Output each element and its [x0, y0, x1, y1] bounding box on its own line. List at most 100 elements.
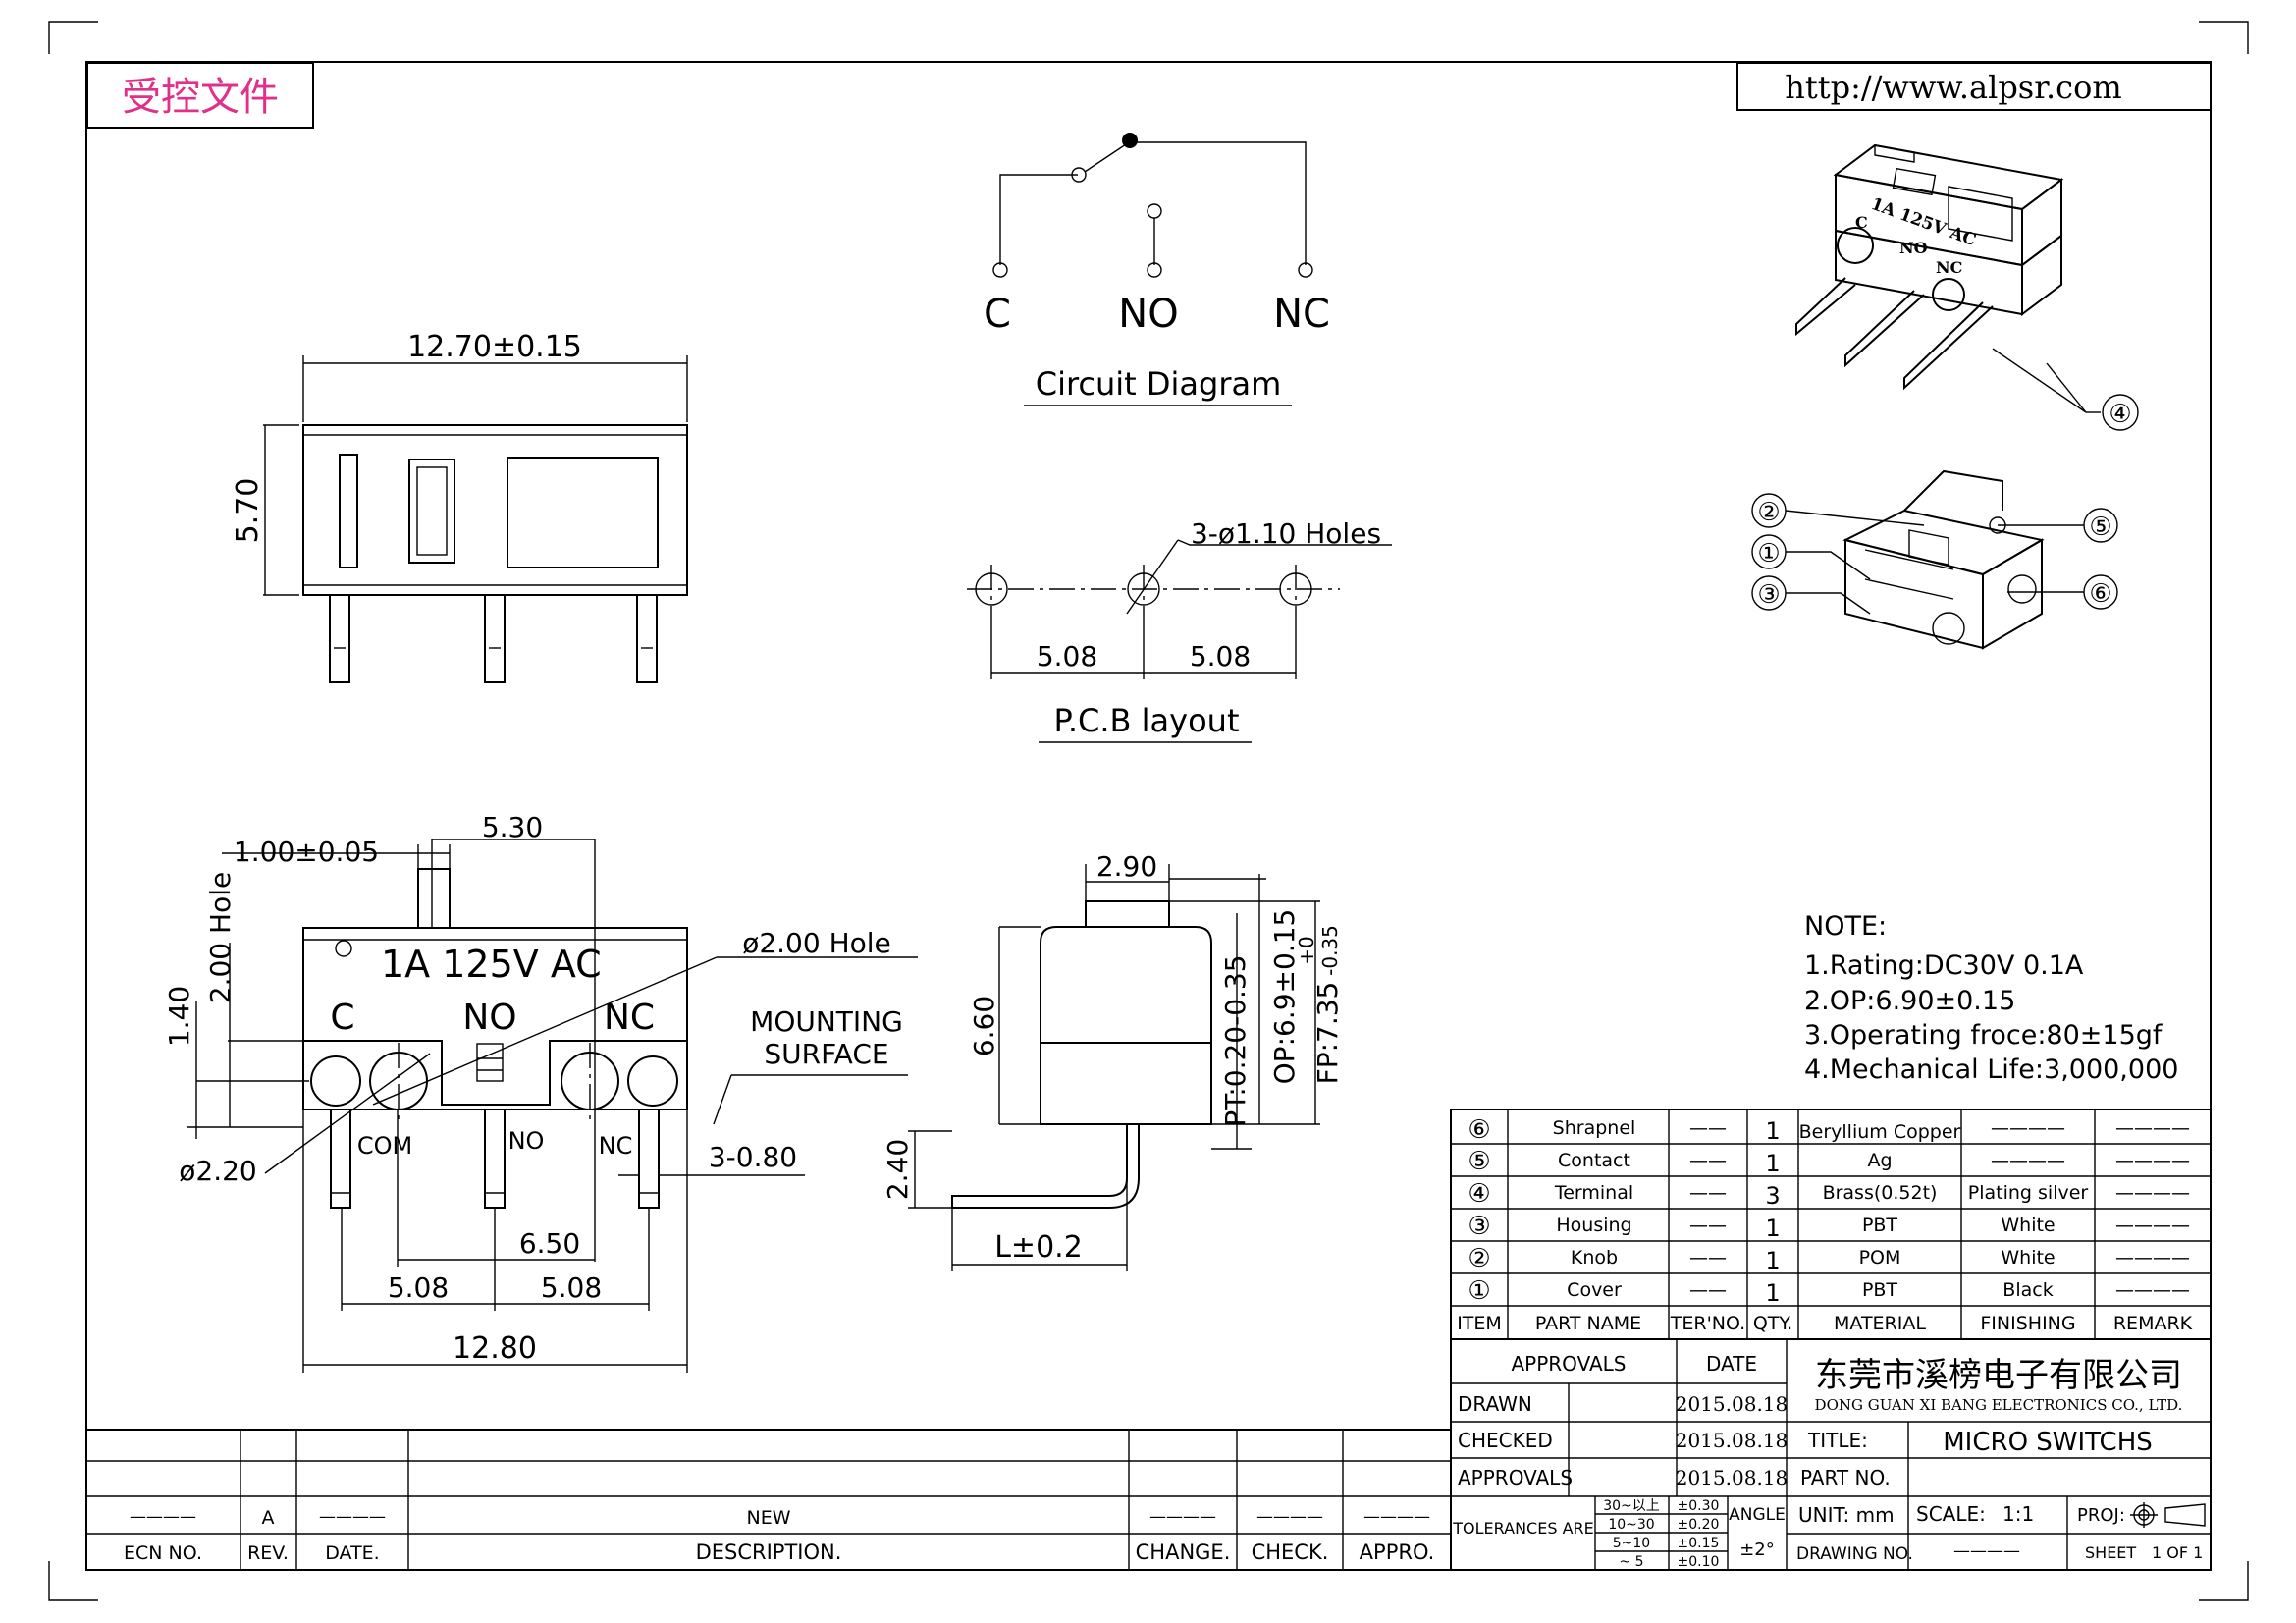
bom-material-5: POM — [1859, 1247, 1901, 1269]
bom-ter-3: —— — [1689, 1182, 1727, 1204]
pin080-label: 3-0.80 — [709, 1141, 797, 1173]
terminal-nc — [1298, 262, 1313, 278]
callout-5: ⑤ — [2089, 513, 2111, 542]
drawn-label: DRAWN — [1458, 1392, 1532, 1416]
scale-label: SCALE: — [1916, 1502, 1986, 1526]
drawing-no-label: DRAWING NO. — [1796, 1544, 1913, 1564]
bom-header-item: ITEM — [1457, 1313, 1502, 1334]
pin-no-label: NO — [508, 1127, 545, 1155]
label-nc: NC — [1273, 292, 1330, 337]
pt-dim: PT:0.20-0.35 — [1219, 954, 1252, 1126]
iso-view-top: 1A 125V AC C NO NC ④ — [1795, 143, 2139, 431]
bom-header-qty: QTY. — [1753, 1313, 1792, 1334]
bom-name-6: Cover — [1567, 1279, 1622, 1301]
side-view: 2.90 6.60 2.40 PT:0.20-0.35 OP:6.9±0.15 … — [881, 850, 1344, 1271]
side-plunger — [1085, 900, 1170, 928]
bom-ter-6: —— — [1689, 1279, 1727, 1301]
callout-6: ⑥ — [2089, 579, 2111, 609]
bom-remark-1: ———— — [2115, 1117, 2190, 1139]
pcb-hole-2 — [1127, 572, 1160, 606]
rev-header-check: CHECK. — [1252, 1541, 1329, 1564]
circuit-diagram: C NO NC Circuit Diagram — [984, 133, 1330, 406]
bom-header-material: MATERIAL — [1834, 1313, 1926, 1334]
tol-range-3: 5~10 — [1613, 1536, 1650, 1551]
d220-label: ø2.20 — [179, 1155, 256, 1187]
url-box — [1736, 62, 2212, 111]
callout-4: ④ — [2109, 400, 2131, 429]
bom-header-name: PART NAME — [1535, 1313, 1641, 1334]
d650-dim: 6.50 — [519, 1227, 580, 1260]
bom-remark-6: ———— — [2115, 1279, 2190, 1301]
fp-tol-dn: -0.35 — [1318, 925, 1342, 976]
l-dim: L±0.2 — [994, 1230, 1083, 1265]
rev-row-rev: A — [262, 1507, 275, 1529]
bom-finishing-4: White — [2001, 1215, 2055, 1236]
tol-range-2: 10~30 — [1608, 1517, 1654, 1533]
bom-header-remark: REMARK — [2113, 1313, 2193, 1334]
h660-dim: 6.60 — [968, 996, 1000, 1056]
bom-remark-4: ———— — [2115, 1215, 2190, 1236]
top-body — [302, 424, 688, 596]
rev-row-desc: NEW — [746, 1507, 790, 1529]
sheet-value: 1 OF 1 — [2152, 1543, 2203, 1562]
pcb-dim-1: 5.08 — [1037, 640, 1097, 673]
tol-range-1: 30~以上 — [1603, 1498, 1660, 1514]
bom-finishing-3: Plating silver — [1968, 1182, 2089, 1204]
offset-dim: 5.30 — [482, 811, 543, 843]
bom-qty-1: 1 — [1765, 1117, 1780, 1145]
bom-header-ter: TER'NO. — [1670, 1313, 1745, 1334]
bom-ter-4: —— — [1689, 1215, 1727, 1236]
title-label: TITLE: — [1807, 1429, 1868, 1452]
width-dim: 12.80 — [453, 1331, 537, 1366]
front-plunger — [417, 868, 451, 929]
tol-range-4: ~ 5 — [1619, 1554, 1643, 1570]
pcb-dim-2: 5.08 — [1190, 640, 1251, 673]
bom-table: ⑥ Shrapnel —— 1 Beryllium Copper ———— ——… — [1450, 1109, 2212, 1340]
bom-item-5: ② — [1468, 1244, 1490, 1273]
bom-finishing-2: ———— — [1991, 1150, 2065, 1171]
bom-remark-5: ———— — [2115, 1247, 2190, 1269]
date-header: DATE — [1706, 1352, 1757, 1376]
bom-finishing-6: Black — [2002, 1279, 2053, 1301]
note-line-2: 2.OP:6.90±0.15 — [1804, 986, 2015, 1016]
w290-dim: 2.90 — [1096, 850, 1157, 883]
bom-remark-2: ———— — [2115, 1150, 2190, 1171]
bom-item-6: ① — [1468, 1276, 1490, 1306]
rev-row-ecn: ———— — [130, 1507, 196, 1527]
front-view: 1.00±0.05 5.30 1A 125V AC C NO NC 2.00 H… — [163, 811, 918, 1373]
drawn-date: 2015.08.18 — [1676, 1392, 1789, 1416]
rev-header-rev: REV. — [247, 1542, 289, 1564]
terminal-no — [1147, 262, 1162, 278]
bom-qty-3: 3 — [1765, 1182, 1780, 1210]
pcb-layout: 3-ø1.10 Holes 5.08 5.08 P.C.B layout — [967, 517, 1392, 743]
rev-header-date: DATE. — [325, 1542, 379, 1564]
bom-name-1: Shrapnel — [1553, 1117, 1636, 1139]
bom-finishing-5: White — [2001, 1247, 2055, 1269]
approvals-header: APPROVALS — [1511, 1352, 1626, 1376]
bom-ter-1: —— — [1689, 1117, 1727, 1139]
note-title: NOTE: — [1804, 911, 1887, 942]
title-block: APPROVALS DATE DRAWN CHECKED APPROVALS 2… — [1450, 1338, 2212, 1571]
front-rating: 1A 125V AC — [381, 943, 602, 986]
front-label-no: NO — [462, 998, 516, 1038]
top-width-dim: 12.70±0.15 — [407, 330, 582, 364]
fp-dim: FP:7.35 — [1311, 982, 1344, 1085]
iso-c: C — [1855, 213, 1868, 232]
mounting-label-1: MOUNTING — [750, 1005, 903, 1038]
revision-block: ———— A ———— NEW ———— ———— ———— ECN NO. R… — [86, 1429, 1451, 1570]
title-value: MICRO SWITCHS — [1943, 1428, 2153, 1457]
company-en: DONG GUAN XI BANG ELECTRONICS CO., LTD. — [1815, 1396, 2183, 1414]
rev-header-change: CHANGE. — [1136, 1541, 1231, 1564]
pin-nc-label: NC — [599, 1132, 633, 1160]
tolerances-label: TOLERANCES ARE — [1452, 1519, 1593, 1538]
note-line-3: 3.Operating froce:80±15gf — [1804, 1020, 2163, 1051]
stamp-box — [86, 62, 314, 129]
iso-view-bottom: ② ① ③ ⑤ ⑥ — [1751, 469, 2118, 650]
front-label-c: C — [330, 998, 354, 1038]
company-cn: 东莞市溪榜电子有限公司 — [1815, 1356, 2182, 1395]
bom-material-2: Ag — [1867, 1150, 1892, 1171]
url-text: http://www.alpsr.com — [1785, 69, 2121, 106]
bom-material-6: PBT — [1862, 1279, 1897, 1301]
rev-row-date: ———— — [319, 1507, 386, 1527]
